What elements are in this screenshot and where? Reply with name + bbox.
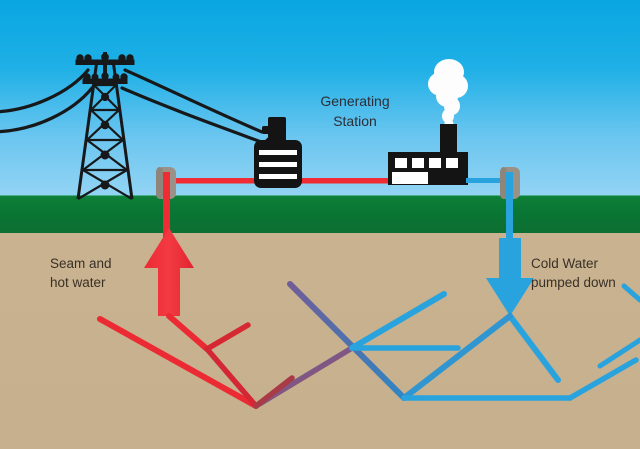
soil-layer — [0, 233, 640, 449]
transmission-tower — [75, 52, 135, 200]
smoke-plume — [428, 59, 468, 129]
fracture-hot-branch-2 — [166, 313, 210, 352]
cold-water-downflow — [486, 172, 534, 316]
fracture-cold-left-branch — [401, 313, 513, 401]
ground-line — [0, 195, 640, 197]
steam-hot-water-label-line1: Seam and — [50, 256, 112, 271]
fracture-hot-branch-4 — [204, 346, 259, 409]
fracture-cold-right-diagonal — [567, 357, 639, 401]
cable-left-upper — [0, 68, 90, 114]
steam-riser — [144, 172, 194, 316]
fracture-hot-branch-3 — [204, 322, 251, 352]
cold-pipe-run — [466, 178, 512, 183]
fracture-cold-right-tip — [597, 337, 640, 369]
fracture-network-hot — [97, 313, 259, 409]
transformer-fin-3 — [259, 174, 297, 179]
transformer-fin-2 — [259, 162, 297, 167]
cold-down-arrow — [486, 238, 534, 316]
generating-station-label-line2: Station — [333, 113, 377, 129]
cable-left-lower — [0, 86, 94, 134]
generating-station — [388, 59, 468, 185]
transformer-bushing — [262, 126, 272, 134]
fracture-cold-from-well — [507, 313, 561, 383]
station-window — [395, 158, 407, 168]
generating-station-label-line1: Generating — [320, 93, 389, 109]
fracture-network-mixing — [253, 281, 407, 409]
fracture-mix-to-red — [253, 375, 295, 409]
station-windows — [395, 158, 458, 168]
station-window — [429, 158, 441, 168]
cold-water-label-line2: pumped down — [531, 275, 616, 290]
fracture-hot-branch-1 — [97, 316, 259, 409]
tower-leg-left — [76, 59, 99, 200]
transformer — [254, 117, 302, 188]
fracture-cold-upper-diagonal — [349, 291, 447, 351]
fracture-cold-far-right-edge — [621, 283, 640, 303]
tower-leg-right — [111, 59, 134, 200]
fracture-network-cold — [349, 283, 640, 401]
cold-pipe-horizontal — [466, 178, 512, 183]
steam-up-arrow — [144, 228, 194, 316]
station-window — [446, 158, 458, 168]
station-window — [412, 158, 424, 168]
production-wellhead-shadow — [156, 167, 163, 199]
cable-right-upper — [123, 68, 264, 134]
cold-riser-shaft — [506, 172, 513, 238]
grass-layer — [0, 196, 640, 234]
steam-hot-water-label-line2: hot water — [50, 275, 106, 290]
cold-water-label-line1: Cold Water — [531, 256, 599, 271]
transformer-neck — [268, 117, 286, 143]
station-door-panel — [392, 172, 428, 184]
cable-right-lower — [120, 86, 266, 145]
injection-wellhead-shadow — [500, 167, 507, 199]
tower-lattice-nodes — [100, 92, 110, 190]
steam-riser-shaft — [163, 172, 170, 242]
transformer-fin-1 — [259, 150, 297, 155]
